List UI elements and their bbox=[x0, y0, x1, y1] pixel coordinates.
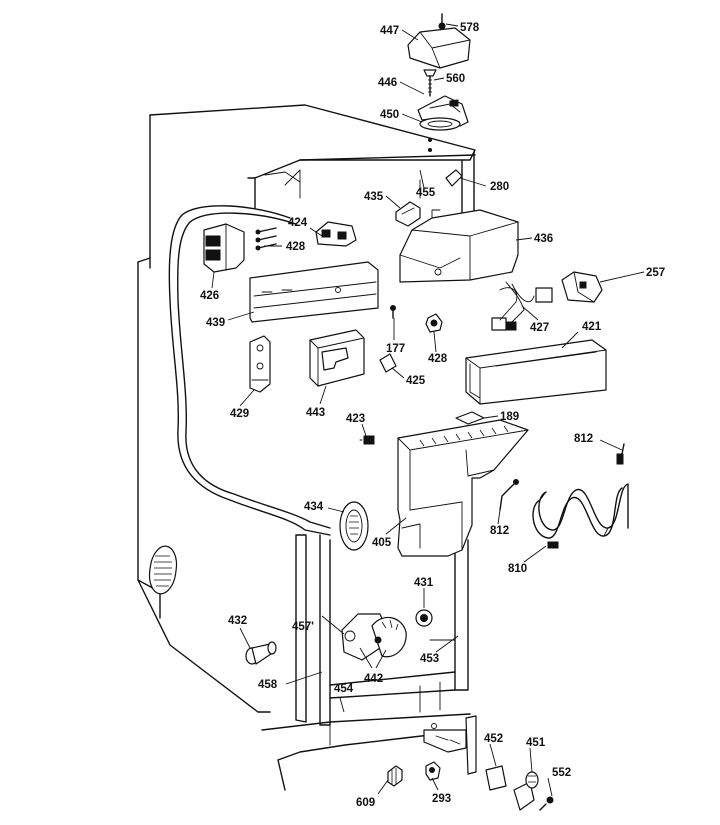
callout-552: 552 bbox=[552, 767, 571, 779]
callout-454: 454 bbox=[334, 683, 354, 695]
callout-453: 453 bbox=[420, 653, 439, 665]
callout-426: 426 bbox=[200, 290, 219, 302]
bracket-426 bbox=[203, 223, 245, 273]
screw-552 bbox=[539, 796, 554, 811]
screw-578 bbox=[438, 13, 446, 31]
callout-427: 427 bbox=[530, 322, 549, 334]
clip-435 bbox=[395, 201, 421, 227]
clip-428 bbox=[425, 313, 443, 333]
leader-lines bbox=[211, 23, 645, 797]
damper-cover-447 bbox=[407, 27, 471, 69]
control-442 bbox=[341, 613, 407, 661]
callout-447: 447 bbox=[380, 25, 399, 37]
callout-436: 436 bbox=[534, 233, 553, 245]
cabinet-body bbox=[137, 104, 476, 791]
callout-431: 431 bbox=[414, 577, 434, 589]
fastener-423 bbox=[359, 435, 375, 445]
clip-280 bbox=[445, 169, 463, 187]
connector-427 bbox=[491, 281, 553, 331]
sensor-812-left bbox=[499, 479, 519, 511]
sensor-812-right bbox=[616, 443, 625, 465]
callout-452: 452 bbox=[484, 733, 503, 745]
bushing-609 bbox=[387, 765, 403, 787]
callout-812-left: 812 bbox=[490, 525, 509, 537]
callout-423: 423 bbox=[346, 413, 365, 425]
screw-177 bbox=[390, 305, 396, 319]
callout-428-upper: 428 bbox=[286, 241, 306, 253]
hinge-429 bbox=[249, 335, 271, 393]
screws-428-upper bbox=[255, 227, 277, 251]
callout-177: 177 bbox=[386, 343, 405, 355]
callout-428-lower: 428 bbox=[428, 353, 448, 365]
callout-257: 257 bbox=[646, 267, 665, 279]
callout-458: 458 bbox=[258, 679, 278, 691]
callout-432: 432 bbox=[228, 615, 247, 627]
callout-424: 424 bbox=[288, 217, 308, 229]
callout-425: 425 bbox=[406, 375, 426, 387]
callout-293: 293 bbox=[432, 793, 451, 805]
callout-405: 405 bbox=[372, 537, 392, 549]
rail-439 bbox=[249, 261, 379, 323]
callout-609: 609 bbox=[356, 797, 375, 809]
bracket-452 bbox=[423, 715, 477, 775]
callout-189: 189 bbox=[500, 411, 519, 423]
callout-812-right: 812 bbox=[574, 433, 593, 445]
callout-455: 455 bbox=[416, 187, 436, 199]
hinge-451 bbox=[513, 771, 539, 811]
clip-189 bbox=[455, 411, 485, 425]
screw-560 bbox=[423, 69, 437, 97]
callout-439: 439 bbox=[206, 317, 225, 329]
callout-457: 457' bbox=[292, 621, 314, 633]
bracket-452-plate bbox=[485, 765, 507, 791]
knob-431 bbox=[415, 609, 433, 627]
callout-810: 810 bbox=[508, 563, 527, 575]
relay-257 bbox=[561, 271, 603, 303]
callout-labels: 447 578 446 560 450 435 455 280 424 428 … bbox=[200, 22, 665, 809]
gasket-450 bbox=[419, 117, 461, 131]
heater-810 bbox=[532, 483, 629, 549]
callout-446: 446 bbox=[378, 77, 397, 89]
callout-435: 435 bbox=[364, 191, 384, 203]
bracket-443 bbox=[309, 329, 365, 387]
clip-425 bbox=[379, 353, 397, 373]
plug-432 bbox=[245, 641, 277, 665]
channel-421 bbox=[465, 339, 607, 405]
callout-578: 578 bbox=[460, 22, 480, 34]
callout-451: 451 bbox=[526, 737, 546, 749]
callout-280: 280 bbox=[490, 181, 509, 193]
grille-434 bbox=[339, 501, 369, 551]
fan-housing-436 bbox=[399, 209, 519, 283]
wire-harness bbox=[168, 205, 331, 536]
callout-421: 421 bbox=[582, 321, 602, 333]
callout-442: 442 bbox=[364, 673, 383, 685]
callout-443: 443 bbox=[306, 407, 325, 419]
duct-405 bbox=[397, 419, 529, 557]
callout-429: 429 bbox=[230, 408, 249, 420]
callout-450: 450 bbox=[380, 109, 399, 121]
callout-434: 434 bbox=[304, 501, 324, 513]
switch-424 bbox=[315, 221, 357, 247]
callout-560: 560 bbox=[446, 73, 465, 85]
screw-293 bbox=[425, 761, 441, 781]
